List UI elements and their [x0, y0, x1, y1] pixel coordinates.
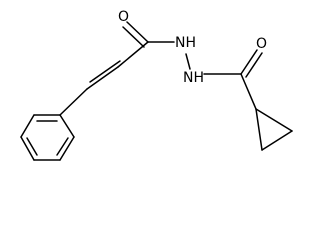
ring-bond — [20, 114, 35, 138]
alkene-double-bond — [86, 66, 119, 90]
oxygen-label-right: O — [256, 36, 267, 52]
ring-double-bond — [56, 137, 69, 156]
nh-label-upper: NH — [175, 35, 196, 51]
nh-label-lower: NH — [183, 70, 204, 86]
ring-bond — [59, 136, 75, 161]
single-bond — [240, 73, 257, 110]
carbonyl-right: O — [240, 36, 267, 78]
carbonyl-left: O — [118, 9, 149, 48]
ring-bond — [20, 136, 35, 161]
ring-bond — [261, 130, 293, 151]
n-n-bond — [185, 53, 191, 70]
alkene-chain — [59, 41, 149, 116]
carbonyl-double-bond — [240, 49, 258, 75]
single-bond — [59, 88, 88, 116]
cyclopropyl-ring — [240, 73, 293, 151]
ring-bond — [255, 108, 293, 132]
carbonyl-double-bond — [122, 26, 145, 48]
ring-bond — [255, 108, 263, 151]
chemical-structure-diagram: O NH NH O — [20, 9, 293, 161]
ring-bond — [59, 114, 75, 138]
hydrazide-linker: NH NH — [147, 35, 242, 86]
alkene-double-bond — [89, 60, 121, 83]
phenyl-ring — [20, 114, 75, 161]
carbonyl-double-bond — [245, 52, 263, 78]
carbonyl-double-bond — [126, 21, 149, 43]
ring-double-bond — [26, 137, 38, 156]
oxygen-label-left: O — [118, 9, 129, 25]
